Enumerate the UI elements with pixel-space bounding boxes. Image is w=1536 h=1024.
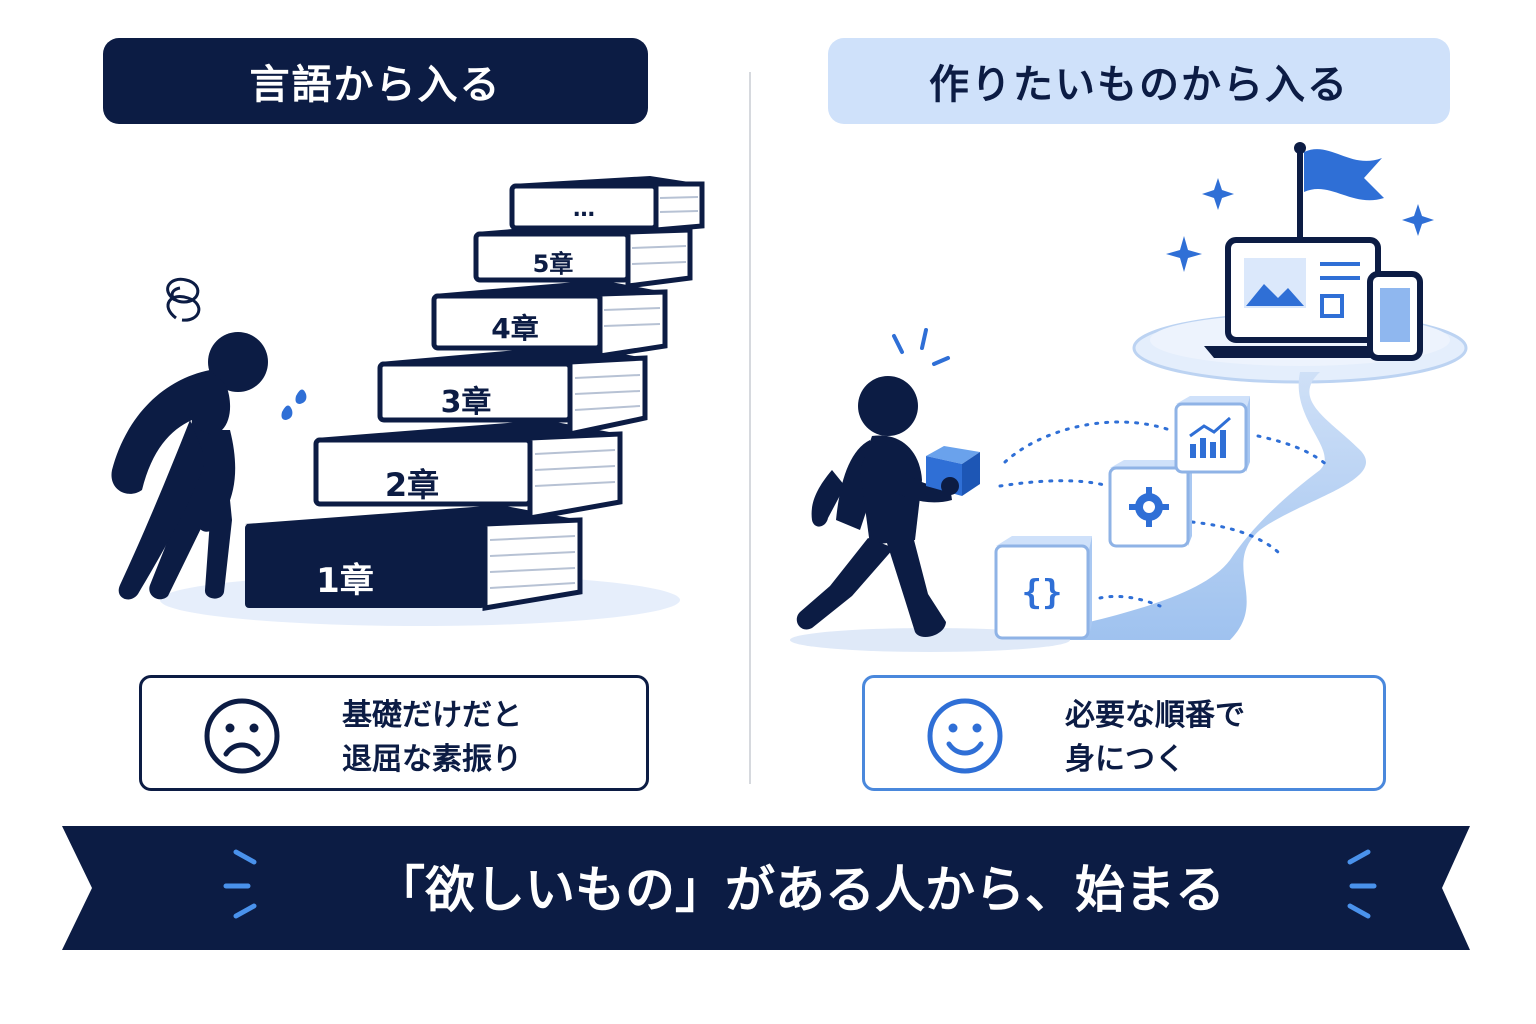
code-block-cube: {} bbox=[994, 536, 1092, 640]
book-step-1: 1章 bbox=[245, 505, 583, 611]
sparkle-icon bbox=[1166, 178, 1434, 272]
gear-icon bbox=[1129, 487, 1169, 527]
step-label-1: 1章 bbox=[316, 561, 374, 601]
book-step-5: 5章 bbox=[473, 220, 693, 289]
banner-accent-lines-right bbox=[1347, 849, 1377, 919]
step-label-top: … bbox=[573, 197, 595, 222]
winding-path bbox=[1010, 372, 1367, 640]
excited-lines-icon bbox=[892, 328, 950, 366]
dizzy-swirl-icon bbox=[166, 277, 201, 322]
book-step-4: 4章 bbox=[431, 280, 668, 359]
book-step-3: 3章 bbox=[377, 345, 648, 438]
right-result-text: 必要な順番で 身につく bbox=[1065, 694, 1365, 782]
book-step-2: 2章 bbox=[313, 420, 623, 521]
center-divider bbox=[749, 72, 751, 784]
dotted-trails bbox=[998, 420, 1330, 608]
tired-person-figure bbox=[111, 332, 268, 600]
left-result-line-2: 退屈な素振り bbox=[342, 742, 522, 777]
goal-flag-icon bbox=[1294, 142, 1384, 245]
held-cube-icon bbox=[926, 446, 980, 496]
left-result-text: 基礎だけだと 退屈な素振り bbox=[342, 694, 642, 782]
sweat-drops-icon bbox=[281, 389, 307, 420]
step-label-2: 2章 bbox=[385, 466, 439, 504]
banner-message: 「欲しいもの」がある人から、始まる bbox=[375, 861, 1225, 919]
bottom-banner bbox=[62, 826, 1470, 950]
step-label-5: 5章 bbox=[533, 250, 574, 278]
left-result-line-1: 基礎だけだと bbox=[342, 698, 522, 733]
code-braces-icon: {} bbox=[1022, 573, 1063, 613]
bar-chart-icon bbox=[1189, 416, 1231, 458]
right-result-line-1: 必要な順番で bbox=[1065, 698, 1245, 733]
chart-block-cube bbox=[1174, 396, 1250, 474]
sad-face-icon bbox=[204, 698, 280, 774]
banner-accent-lines-left bbox=[223, 849, 257, 919]
book-step-top: … bbox=[509, 176, 705, 233]
smile-face-icon bbox=[927, 698, 1003, 774]
right-heading: 作りたいものから入る bbox=[828, 38, 1450, 124]
step-label-4: 4章 bbox=[491, 312, 538, 345]
gear-block-cube bbox=[1108, 460, 1192, 548]
step-label-3: 3章 bbox=[441, 385, 492, 420]
right-result-line-2: 身につく bbox=[1065, 742, 1185, 777]
right-result-card: 必要な順番で 身につく bbox=[862, 675, 1386, 791]
left-heading: 言語から入る bbox=[103, 38, 648, 124]
walking-person-figure bbox=[796, 376, 952, 637]
smartphone-icon bbox=[1367, 271, 1423, 361]
laptop-icon bbox=[1204, 237, 1402, 358]
left-result-card: 基礎だけだと 退屈な素振り bbox=[139, 675, 649, 791]
